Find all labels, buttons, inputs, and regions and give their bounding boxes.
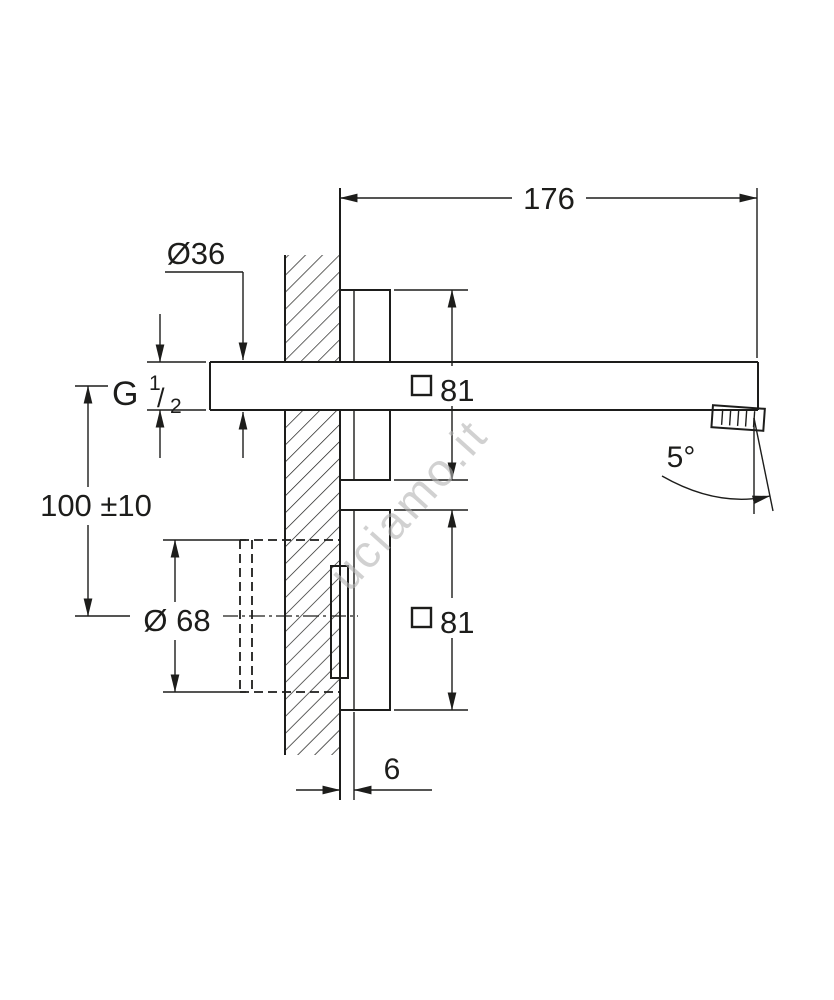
dim-escutcheon-top-group: 81 — [394, 289, 482, 481]
square-section-icon — [410, 606, 433, 629]
dim-escutcheon-bottom-group: 81 — [394, 509, 482, 711]
label-backing — [26, 487, 168, 525]
wall-section — [284, 188, 341, 800]
label-backing — [133, 602, 223, 640]
aerator-mesh-line — [728, 409, 732, 426]
thread-denominator-label: 2 — [170, 395, 182, 418]
valve-spindle — [330, 565, 349, 679]
watermark-text: uciamo.it — [318, 408, 498, 600]
dim-body-diameter-label: Ø 68 — [143, 603, 210, 638]
dim-pipe-diameter-label: Ø36 — [167, 236, 226, 271]
aerator-mesh-line — [720, 408, 724, 425]
concealed-valve-body — [222, 539, 358, 693]
dim-spray-angle-group: 5° — [661, 417, 774, 514]
dim-wall-offset-group: 6 — [296, 712, 432, 800]
dim-pipe-diameter-group: Ø36 — [165, 236, 248, 458]
escutcheon-bottom — [339, 509, 391, 711]
aerator-mesh-line — [736, 409, 740, 427]
dim-spout-projection-label: 176 — [523, 181, 575, 216]
supply-pipe-and-spout — [209, 361, 759, 411]
thread-prefix-label: G — [112, 375, 138, 413]
dim-body-diameter-group: Ø 68 — [133, 539, 246, 693]
wall-hatch — [285, 255, 340, 755]
aerator-housing — [710, 404, 766, 432]
dim-mounting-height-group: 100 ±10 — [26, 385, 168, 617]
label-backing — [512, 181, 586, 215]
square-section-icon — [410, 374, 433, 397]
label-backing — [404, 366, 482, 406]
thread-slash-label: / — [157, 383, 165, 413]
label-backing — [404, 598, 482, 638]
dim-mounting-height-label: 100 ±10 — [40, 488, 152, 523]
dim-escutcheon-top-label: 81 — [440, 373, 474, 408]
dim-thread-group: G 1 / 2 — [112, 314, 206, 458]
dim-spray-angle-label: 5° — [667, 441, 696, 474]
spout-body-fill — [210, 362, 758, 410]
dim-escutcheon-bottom-label: 81 — [440, 605, 474, 640]
dim-spout-projection-group: 176 — [339, 181, 758, 358]
aerator-mesh-line — [744, 410, 748, 427]
escutcheon-bottom-plate — [339, 509, 391, 711]
angle-arc — [661, 475, 771, 505]
dim-wall-offset-label: 6 — [384, 753, 401, 786]
thread-numerator-label: 1 — [149, 372, 161, 395]
